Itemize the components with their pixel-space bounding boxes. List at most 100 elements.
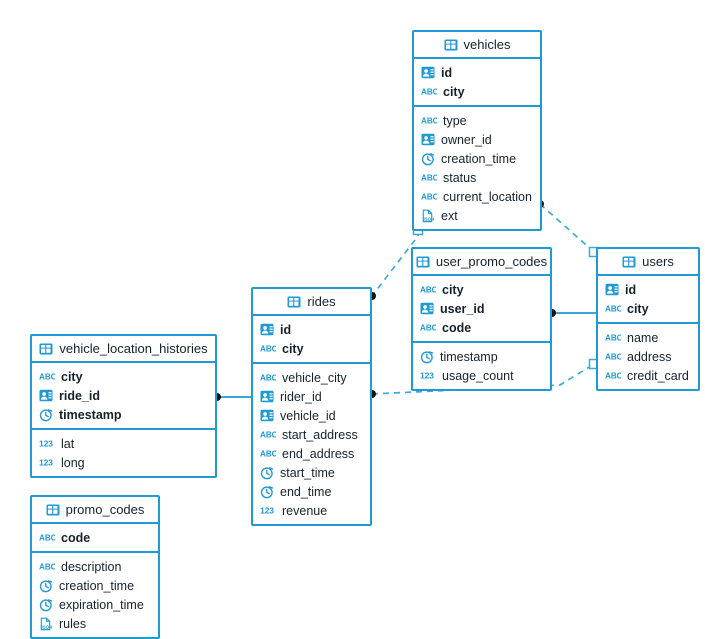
field-promo_codes-expiration_time[interactable]: expiration_time bbox=[32, 595, 158, 614]
field-vehicle_location_histories-ride_id[interactable]: ride_id bbox=[32, 386, 215, 405]
relationship-user_promo_codes-users[interactable] bbox=[548, 309, 596, 317]
field-rides-id[interactable]: id bbox=[253, 320, 370, 339]
abc-string-icon: ABC bbox=[605, 370, 621, 381]
field-label: id bbox=[280, 322, 292, 337]
entity-title-users[interactable]: users bbox=[598, 249, 698, 276]
svg-text:ABC: ABC bbox=[421, 174, 437, 183]
field-label: usage_count bbox=[442, 368, 514, 383]
primary-key-section-vehicle_location_histories: ABC city ride_id timestamp bbox=[32, 363, 215, 430]
svg-text:123: 123 bbox=[420, 371, 434, 381]
field-label: code bbox=[442, 320, 472, 335]
field-user_promo_codes-timestamp[interactable]: timestamp bbox=[413, 347, 550, 366]
json-file-icon: JSON bbox=[421, 209, 435, 223]
field-label: end_time bbox=[280, 484, 332, 499]
table-icon bbox=[416, 256, 430, 268]
field-label: address bbox=[627, 349, 672, 364]
relationship-vehicle_location_histories-rides[interactable] bbox=[213, 393, 251, 401]
field-users-id[interactable]: id bbox=[598, 280, 698, 299]
field-label: city bbox=[61, 369, 83, 384]
svg-text:ABC: ABC bbox=[39, 373, 55, 382]
key-id-icon bbox=[420, 302, 434, 315]
field-vehicles-owner_id[interactable]: owner_id bbox=[414, 130, 540, 149]
field-promo_codes-rules[interactable]: JSON rules bbox=[32, 614, 158, 633]
field-rides-rider_id[interactable]: rider_id bbox=[253, 387, 370, 406]
entity-title-promo_codes[interactable]: promo_codes bbox=[32, 497, 158, 524]
field-label: timestamp bbox=[59, 407, 122, 422]
field-label: rules bbox=[59, 616, 87, 631]
entity-title-vehicle_location_histories[interactable]: vehicle_location_histories bbox=[32, 336, 215, 363]
svg-text:ABC: ABC bbox=[260, 374, 276, 383]
field-vehicle_location_histories-timestamp[interactable]: timestamp bbox=[32, 405, 215, 424]
field-label: rider_id bbox=[280, 389, 322, 404]
field-label: city bbox=[627, 301, 649, 316]
columns-section-user_promo_codes: timestamp 123 usage_count bbox=[413, 343, 550, 389]
svg-text:123: 123 bbox=[260, 506, 274, 516]
field-rides-start_time[interactable]: start_time bbox=[253, 463, 370, 482]
table-icon bbox=[46, 504, 60, 516]
field-label: ride_id bbox=[59, 388, 100, 403]
field-users-city[interactable]: ABC city bbox=[598, 299, 698, 318]
key-id-icon bbox=[421, 66, 435, 79]
entity-title-rides[interactable]: rides bbox=[253, 289, 370, 316]
key-id-icon bbox=[605, 283, 619, 296]
field-rides-vehicle_id[interactable]: vehicle_id bbox=[253, 406, 370, 425]
abc-string-icon: ABC bbox=[420, 322, 436, 333]
field-user_promo_codes-code[interactable]: ABC code bbox=[413, 318, 550, 337]
entity-title-label: rides bbox=[307, 294, 336, 309]
field-promo_codes-creation_time[interactable]: creation_time bbox=[32, 576, 158, 595]
svg-text:JSON: JSON bbox=[40, 624, 52, 629]
entity-title-vehicles[interactable]: vehicles bbox=[414, 32, 540, 59]
svg-text:ABC: ABC bbox=[605, 372, 621, 381]
field-label: id bbox=[625, 282, 637, 297]
entity-title-user_promo_codes[interactable]: user_promo_codes bbox=[413, 249, 550, 276]
entity-title-label: users bbox=[642, 254, 674, 269]
field-user_promo_codes-usage_count[interactable]: 123 usage_count bbox=[413, 366, 550, 385]
abc-string-icon: ABC bbox=[605, 351, 621, 362]
key-id-icon bbox=[260, 323, 274, 336]
clock-icon bbox=[39, 408, 53, 422]
abc-string-icon: ABC bbox=[39, 561, 55, 572]
field-vehicles-creation_time[interactable]: creation_time bbox=[414, 149, 540, 168]
field-user_promo_codes-user_id[interactable]: user_id bbox=[413, 299, 550, 318]
field-users-address[interactable]: ABC address bbox=[598, 347, 698, 366]
field-rides-end_time[interactable]: end_time bbox=[253, 482, 370, 501]
abc-string-icon: ABC bbox=[421, 191, 437, 202]
clock-icon bbox=[39, 598, 53, 612]
field-label: name bbox=[627, 330, 659, 345]
abc-string-icon: ABC bbox=[605, 303, 621, 314]
table-icon bbox=[287, 296, 301, 308]
clock-icon bbox=[420, 350, 434, 364]
field-vehicle_location_histories-city[interactable]: ABC city bbox=[32, 367, 215, 386]
abc-string-icon: ABC bbox=[420, 284, 436, 295]
field-vehicles-id[interactable]: id bbox=[414, 63, 540, 82]
field-label: user_id bbox=[440, 301, 485, 316]
